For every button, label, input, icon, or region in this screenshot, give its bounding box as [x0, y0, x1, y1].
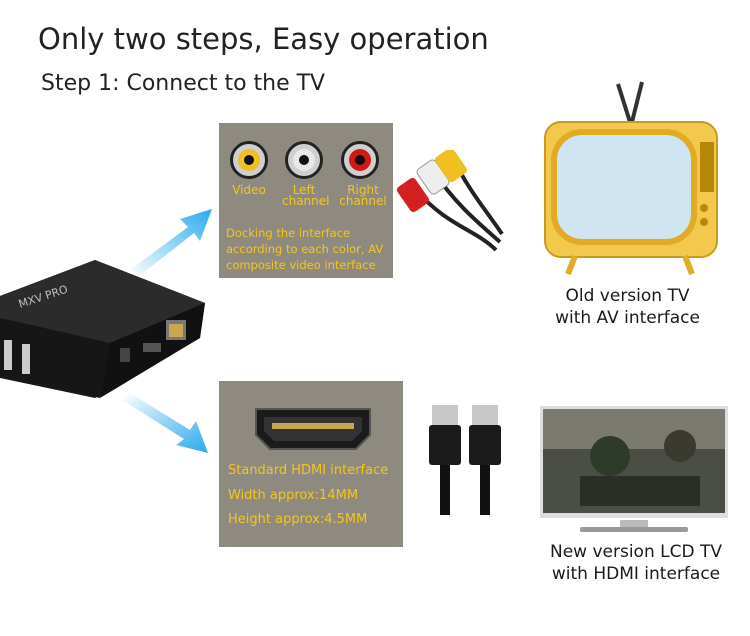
old-tv-caption-line1: Old version TV [565, 286, 690, 306]
right-channel-label: Right channel [339, 183, 387, 208]
video-jack-label: Video [232, 183, 266, 197]
av-desc-line1: Docking the interface [226, 226, 351, 240]
arrow-down [122, 393, 208, 453]
arrows [122, 209, 212, 453]
new-tv-caption-line2: with HDMI interface [551, 564, 721, 584]
hdmi-line1: Standard HDMI interface [228, 463, 389, 478]
lcd-tv-icon [540, 406, 728, 532]
av-desc-line3: composite video interface [226, 258, 376, 272]
step-heading: Step 1: Connect to the TV [41, 71, 326, 96]
old-tv-caption: Old version TV with AV interface [545, 285, 710, 329]
av-desc-line2: according to each color, AV [226, 242, 384, 256]
tv-box-device: MXV PRO [0, 260, 205, 398]
old-tv-icon [544, 81, 718, 275]
rca-cable-icon [396, 150, 504, 252]
hdmi-interface-panel: Standard HDMI interface Width approx:14M… [219, 381, 403, 547]
right-channel-jack-icon [341, 141, 379, 179]
hdmi-cable-icon [429, 405, 501, 515]
hdmi-line2: Width approx:14MM [228, 488, 359, 503]
old-tv-caption-line2: with AV interface [555, 308, 700, 328]
page-title: Only two steps, Easy operation [38, 22, 489, 56]
video-jack-icon [230, 141, 268, 179]
new-tv-caption: New version LCD TV with HDMI interface [540, 541, 732, 585]
hdmi-line3: Height approx:4.5MM [228, 512, 368, 527]
hdmi-port-icon [255, 408, 371, 450]
av-interface-panel: Video Left channel Right channel Docking… [219, 123, 393, 278]
new-tv-caption-line1: New version LCD TV [549, 542, 722, 562]
left-channel-label: Left channel [282, 183, 330, 208]
left-channel-jack-icon [285, 141, 323, 179]
arrow-up [130, 209, 212, 277]
